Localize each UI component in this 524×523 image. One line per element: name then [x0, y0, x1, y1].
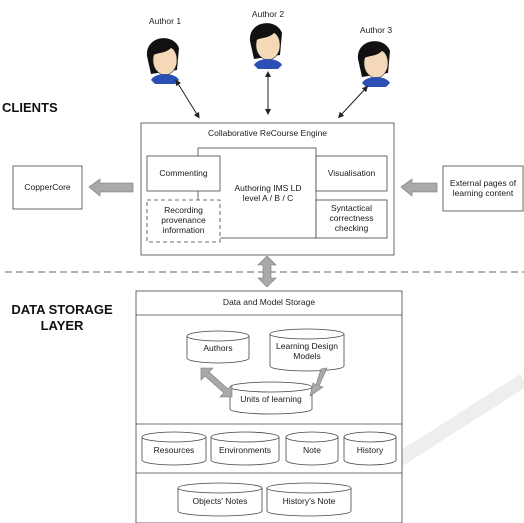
storage-title: Data and Model Storage [222, 297, 316, 307]
external-label: External pages of learning content [449, 177, 517, 198]
commenting-label: Commenting [159, 167, 208, 178]
ld-models-db-label: Learning Design Models [276, 341, 338, 361]
coppercore-arrow [88, 178, 134, 197]
resources-db-icon [141, 431, 207, 466]
external-box [442, 165, 524, 212]
author-2-label: Author 2 [251, 9, 285, 19]
models-units-arrow [309, 367, 328, 397]
coppercore-box [12, 165, 83, 210]
authors-db-icon [186, 330, 250, 364]
author-1-icon [146, 38, 179, 84]
objects-notes-db-icon [177, 482, 263, 517]
visualisation-box [315, 155, 388, 192]
author-3-arrow [337, 85, 369, 119]
objects-notes-db-label: Objects' Notes [192, 496, 248, 507]
visualisation-label: Visualisation [327, 167, 376, 178]
environments-db-label: Environments [219, 445, 271, 456]
author-3-label: Author 3 [359, 25, 393, 35]
environments-db-icon [210, 431, 280, 466]
author-2-icon [249, 23, 282, 69]
external-arrow [400, 178, 438, 197]
syntactical-box [315, 199, 388, 239]
history-db-label: History [356, 445, 384, 456]
data-storage-layer-label: DATA STORAGE LAYER [11, 302, 113, 333]
commenting-box [146, 155, 221, 192]
recording-box [146, 199, 221, 243]
author-1-arrow [175, 79, 200, 119]
coppercore-label: CopperCore [24, 181, 71, 192]
units-db-label: Units of learning [240, 394, 302, 405]
syntactical-label: Syntactical correctness checking [329, 203, 374, 233]
note-db-label: Note [303, 445, 321, 456]
authors-units-arrow [200, 367, 233, 398]
layer-arrow [257, 255, 277, 288]
history-db-icon [343, 431, 397, 466]
author-3-icon [357, 41, 390, 87]
note-db-icon [285, 431, 339, 466]
engine-inner-frame [197, 147, 317, 239]
recording-label: Recording provenance information [161, 205, 206, 235]
author-1-label: Author 1 [148, 16, 182, 26]
ld-models-db-icon [269, 328, 345, 372]
units-db-icon [229, 381, 313, 415]
engine-title: Collaborative ReCourse Engine [207, 128, 328, 138]
history-note-db-icon [266, 482, 352, 517]
authoring-label: Authoring IMS LD level A / B / C [234, 183, 302, 203]
resources-db-label: Resources [153, 445, 195, 456]
clients-layer-label: CLIENTS [2, 100, 58, 115]
authors-db-label: Authors [203, 343, 233, 354]
history-note-db-label: History's Note [282, 496, 336, 507]
